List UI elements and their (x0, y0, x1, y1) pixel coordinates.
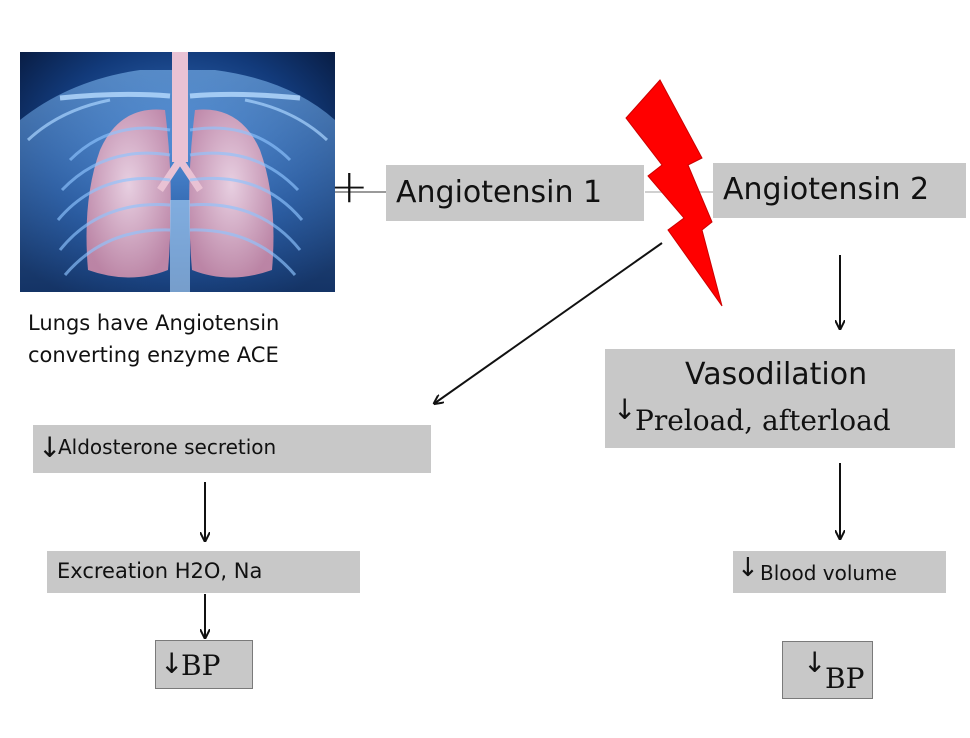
down-arrow-icon: ↓ (613, 393, 637, 426)
lightning-bolt-icon (625, 79, 723, 307)
vasodilation-title: Vasodilation (685, 357, 868, 392)
vasodilation-effect: Preload, afterload (635, 404, 891, 437)
lungs-caption-line-1: Lungs have Angiotensin (28, 311, 280, 335)
bp-left-label: BP (181, 649, 221, 682)
arrow-to-aldosterone (435, 242, 663, 403)
blood-volume-label: Blood volume (760, 561, 897, 585)
down-arrow-icon: ↓ (737, 553, 759, 583)
aldosterone-box: ↓ Aldosterone secretion (33, 425, 431, 473)
down-arrow-icon: ↓ (38, 431, 62, 464)
lungs-caption-line-2: converting enzyme ACE (28, 343, 279, 367)
angiotensin-1-label: Angiotensin 1 (396, 175, 603, 210)
excretion-label: Excreation H2O, Na (57, 559, 263, 583)
bp-right-box: ↓ BP (782, 641, 873, 699)
angiotensin-2-box: Angiotensin 2 (713, 163, 966, 218)
angiotensin-1-box: Angiotensin 1 (386, 165, 644, 221)
bp-left-box: ↓ BP (155, 640, 253, 689)
down-arrow-icon: ↓ (803, 646, 827, 679)
bp-right-label: BP (825, 662, 865, 695)
plus-sign: + (330, 159, 369, 213)
blood-volume-box: ↓ Blood volume (733, 551, 946, 593)
angiotensin-2-label: Angiotensin 2 (723, 172, 930, 207)
vasodilation-box: Vasodilation ↓ Preload, afterload (605, 349, 955, 448)
excretion-box: Excreation H2O, Na (47, 551, 360, 593)
down-arrow-icon: ↓ (160, 647, 184, 680)
aldosterone-label: Aldosterone secretion (58, 435, 277, 459)
